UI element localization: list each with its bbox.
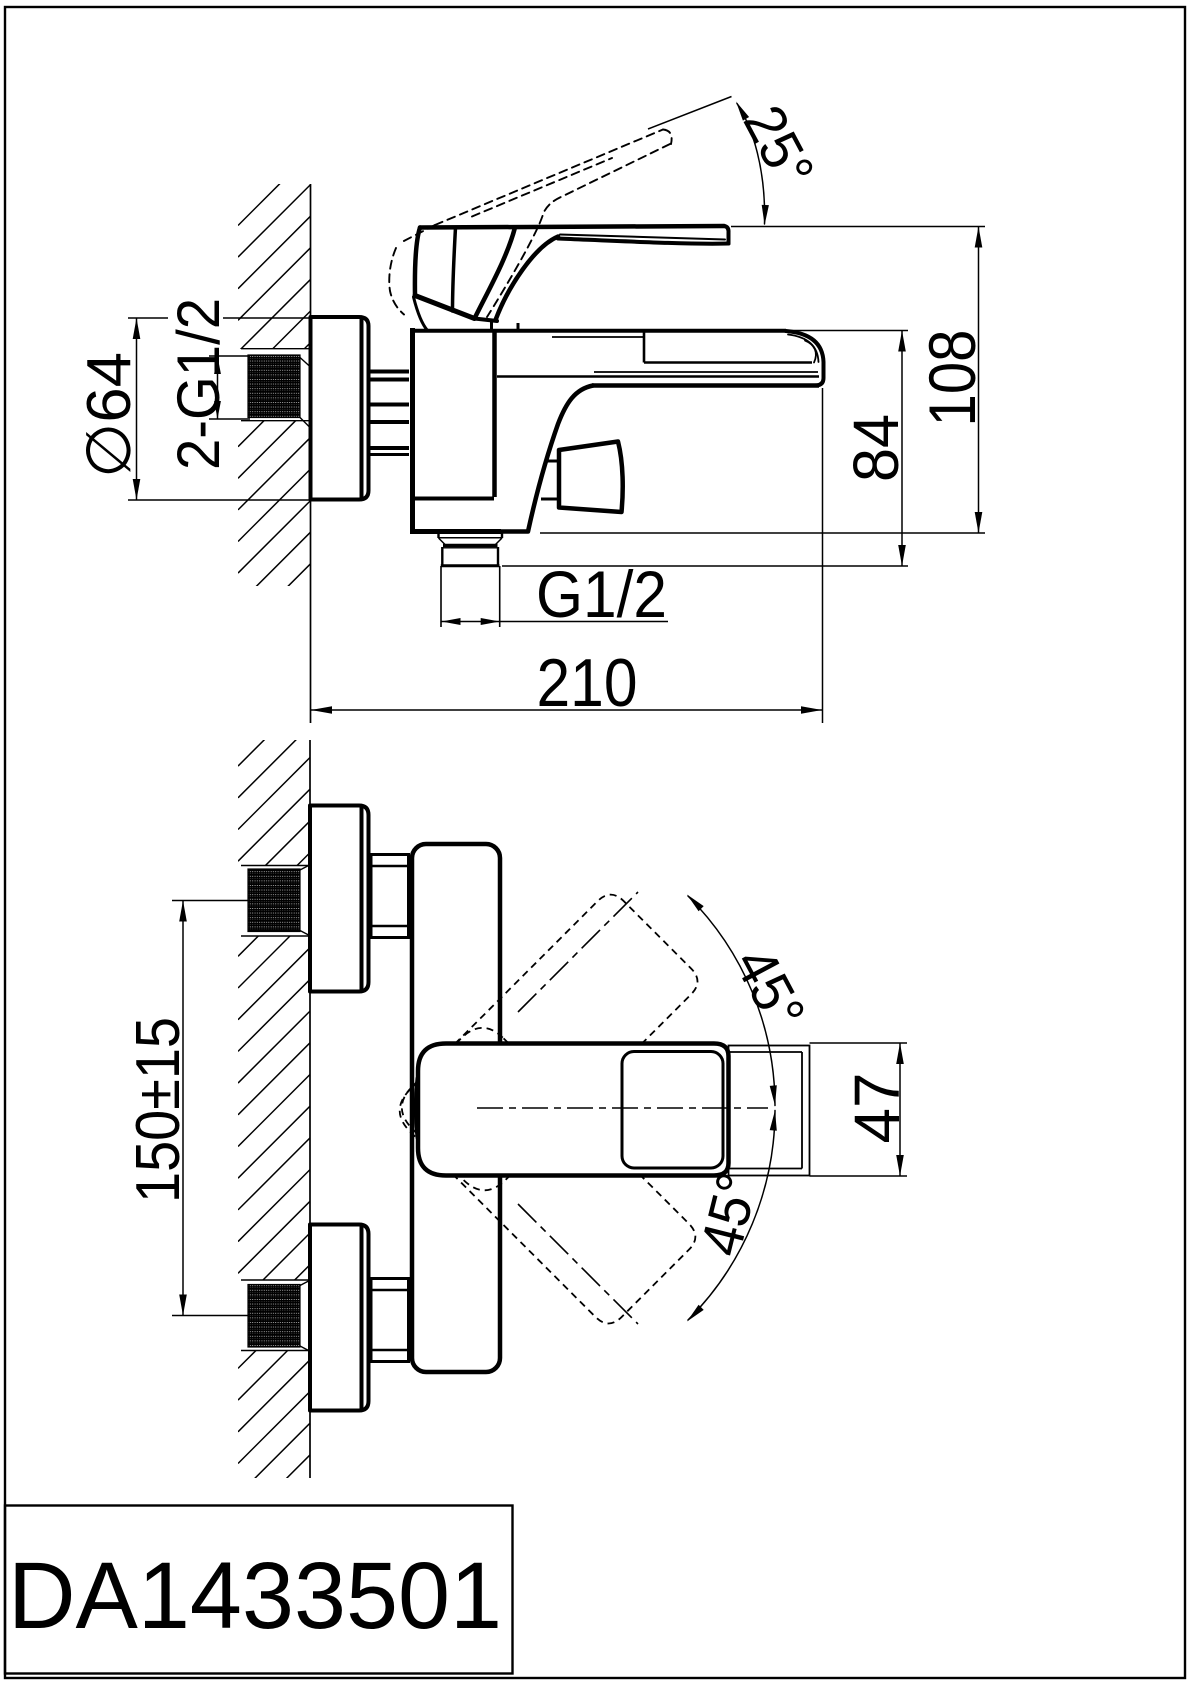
svg-text:G1/2: G1/2 (536, 557, 667, 631)
svg-text:∅64: ∅64 (75, 352, 144, 478)
svg-text:210: 210 (537, 645, 638, 721)
svg-text:84: 84 (840, 414, 912, 482)
svg-text:2-G1/2: 2-G1/2 (165, 298, 232, 470)
svg-text:47: 47 (841, 1073, 913, 1144)
svg-text:150±15: 150±15 (124, 1017, 193, 1203)
svg-text:DA1433501: DA1433501 (8, 1543, 502, 1649)
svg-text:108: 108 (915, 330, 989, 427)
